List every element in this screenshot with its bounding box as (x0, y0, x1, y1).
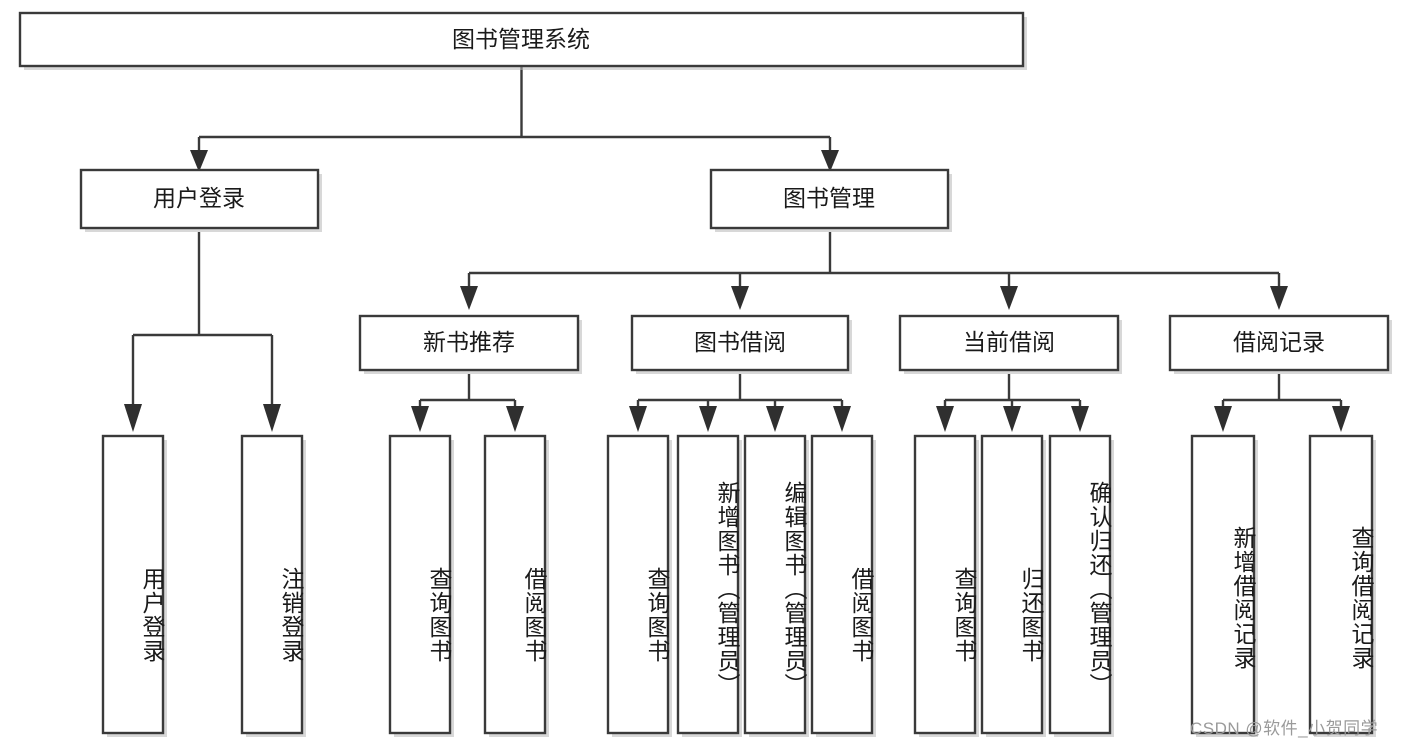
arrow-icon-to-bookmgmt (821, 150, 839, 172)
arrow-icon-current-leaf-1 (936, 406, 954, 432)
leaf-node-current-borrow-3[interactable] (1048, 434, 1112, 735)
leaf-node-book-borrow-1[interactable] (606, 434, 670, 735)
node-current-borrow-box[interactable] (898, 314, 1120, 372)
node-new-book-label: 新书推荐 (423, 329, 515, 355)
arrow-icon-l3-3 (1000, 286, 1018, 310)
leaf-node-user-login-2[interactable] (240, 434, 304, 735)
arrow-icon-current-leaf-2 (1003, 406, 1021, 432)
node-borrow-record-box[interactable] (1168, 314, 1390, 372)
arrow-icon-userlogin-leaf-2 (263, 404, 281, 432)
node-root-label: 图书管理系统 (452, 26, 590, 52)
node-root-box[interactable] (18, 11, 1025, 68)
arrow-icon-l3-2 (731, 286, 749, 310)
leaf-node-user-login-1[interactable] (101, 434, 165, 735)
leaf-node-borrow-record-2[interactable] (1308, 434, 1374, 735)
arrow-icon-newbook-leaf-1 (411, 406, 429, 432)
arrow-icon-current-leaf-3 (1071, 406, 1089, 432)
arrow-icon-l3-1 (460, 286, 478, 310)
arrow-icon-l3-4 (1270, 286, 1288, 310)
arrow-icon-to-userlogin (190, 150, 208, 172)
arrow-icon-borrow-leaf-4 (833, 406, 851, 432)
node-new-book-box[interactable] (358, 314, 580, 372)
leaf-node-book-borrow-4[interactable] (810, 434, 874, 735)
leaf-node-new-book-2[interactable] (483, 434, 547, 735)
csdn-watermark: CSDN @软件_小贺同学 (1190, 719, 1379, 738)
leaf-node-current-borrow-1[interactable] (913, 434, 977, 735)
leaf-node-borrow-record-1[interactable] (1190, 434, 1256, 735)
leaf-node-new-book-1[interactable] (388, 434, 452, 735)
arrow-icon-borrow-leaf-1 (629, 406, 647, 432)
node-current-borrow-label: 当前借阅 (963, 329, 1055, 355)
leaf-node-current-borrow-2[interactable] (980, 434, 1044, 735)
node-user-login-label: 用户登录 (153, 185, 245, 211)
node-book-mgmt-box[interactable] (709, 168, 950, 230)
node-book-mgmt-label: 图书管理 (783, 185, 875, 211)
node-book-borrow-label: 图书借阅 (694, 329, 786, 355)
node-layer: 图书管理系统 用户登录 图书管理 新书推荐 图书借阅 当前借阅 借阅记录 (18, 11, 1392, 737)
leaf-node-book-borrow-3[interactable] (743, 434, 807, 735)
arrow-icon-userlogin-leaf-1 (124, 404, 142, 432)
arrow-icon-newbook-leaf-2 (506, 406, 524, 432)
node-book-borrow-box[interactable] (630, 314, 850, 372)
arrow-icon-borrow-leaf-2 (699, 406, 717, 432)
leaf-node-book-borrow-2[interactable] (676, 434, 740, 735)
node-borrow-record-label: 借阅记录 (1233, 329, 1325, 355)
node-user-login-box[interactable] (79, 168, 320, 230)
arrowhead-layer (124, 150, 1350, 432)
arrow-icon-borrow-leaf-3 (766, 406, 784, 432)
arrow-icon-record-leaf-1 (1214, 406, 1232, 432)
arrow-icon-record-leaf-2 (1332, 406, 1350, 432)
